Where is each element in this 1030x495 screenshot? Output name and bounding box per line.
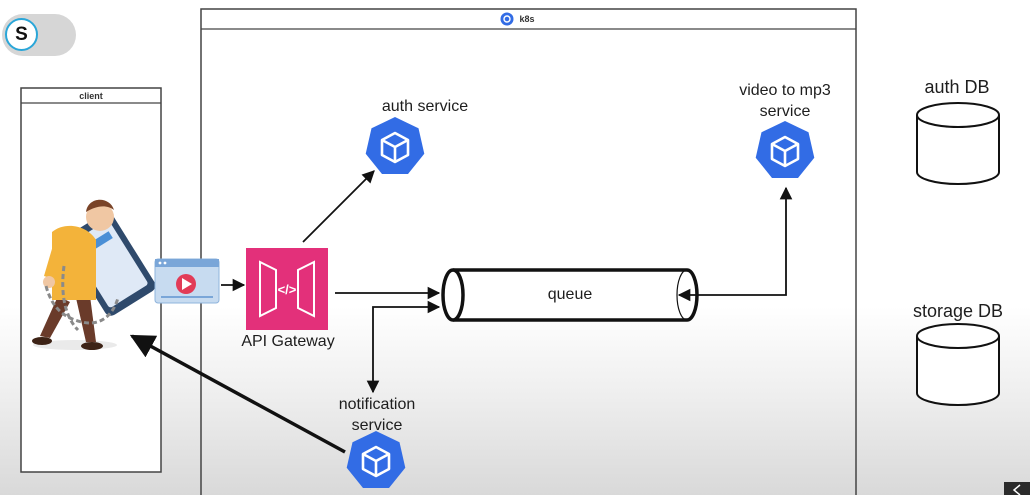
gateway-text: API Gateway [241,333,335,350]
notification-line2: service [351,417,403,434]
video-service-line1: video to mp3 [739,82,831,99]
arrow-queue-video [677,186,793,302]
auth-service-text: auth service [381,98,469,115]
auth-service-icon [364,115,426,176]
k8s-frame [200,8,857,495]
client-person-icon [32,199,156,350]
app-badge[interactable]: S [2,14,76,56]
k8s-title: k8s [519,14,535,24]
corner-nav-icon[interactable] [1004,482,1030,495]
notification-line1: notification [338,396,416,413]
notification-service-label: notification service [317,394,437,436]
auth-db-label: auth DB [924,77,990,97]
auth-db-icon [916,102,1000,185]
video-service-icon [754,119,816,180]
client-title: client [79,91,103,101]
auth-service-label: auth service [360,96,490,117]
notification-service-icon [345,429,407,490]
k8s-logo-icon [500,12,514,26]
svg-text:</>: </> [278,282,297,297]
badge-letter: S [15,23,28,45]
queue-label: queue [547,286,593,303]
video-service-line2: service [759,103,811,120]
video-player-icon [154,258,220,304]
storage-db-label: storage DB [912,301,1004,321]
arrow-notification-to-client [129,334,346,454]
api-gateway-icon: </> [246,248,328,330]
video-service-label: video to mp3 service [720,80,850,122]
storage-db-icon [916,323,1000,406]
gateway-label: API Gateway [228,331,348,352]
badge-circle: S [5,18,38,51]
arrow-gateway-to-auth [302,170,375,243]
arrow-queue-notification [366,300,441,394]
